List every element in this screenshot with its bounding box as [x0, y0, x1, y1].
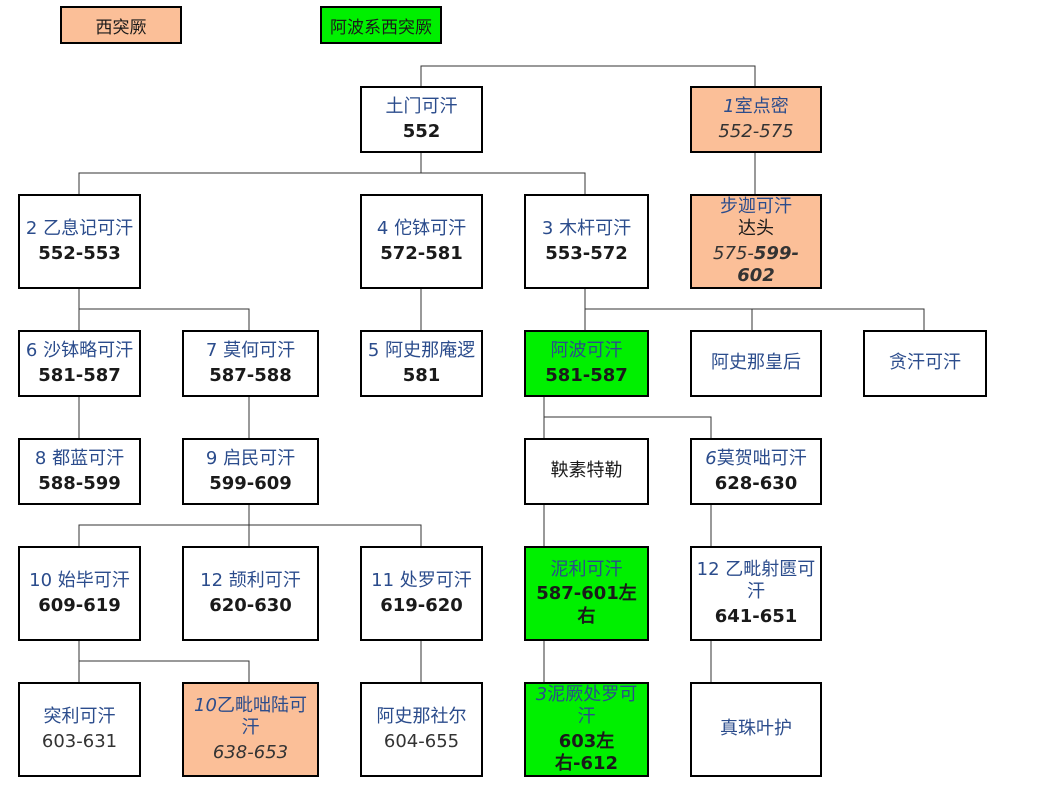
node-name: 鞅素特勒 — [550, 460, 623, 482]
node-huanghou: 阿史那皇后 — [690, 330, 822, 397]
node-years: 599-609 — [209, 472, 292, 494]
node-bujia: 步迦可汗 达头 575-599-602 — [690, 194, 822, 289]
node-years: 581 — [402, 364, 441, 386]
node-years: 553-572 — [545, 242, 628, 264]
node-years: 588-599 — [38, 472, 121, 494]
node-name: 3 木杆可汗 — [541, 218, 632, 239]
node-name: 阿史那皇后 — [711, 352, 801, 374]
node-name: 2 乙息记可汗 — [25, 218, 134, 239]
node-years: 609-619 — [38, 594, 121, 616]
node-anluo: 5 阿史那庵逻 581 — [360, 330, 483, 397]
node-mohe: 7 莫何可汗 587-588 — [182, 330, 319, 397]
node-yipiduolu: 10乙毗咄陆可汗 638-653 — [182, 682, 319, 777]
node-name: 阿波可汗 — [550, 340, 623, 361]
node-yipishe: 12 乙毗射匮可汗 641-651 — [690, 546, 822, 641]
node-tuobo: 4 佗钵可汗 572-581 — [360, 194, 483, 289]
node-name: 土门可汗 — [385, 96, 458, 117]
node-name: 贪汗可汗 — [889, 352, 961, 374]
node-apo: 阿波可汗 581-587 — [524, 330, 649, 397]
legend-apo-west-turks: 阿波系西突厥 — [320, 6, 442, 44]
node-name: 4 佗钵可汗 — [376, 218, 467, 239]
node-tanhan: 贪汗可汗 — [863, 330, 987, 397]
node-years: 552-575 — [718, 120, 794, 142]
node-name: 9 启民可汗 — [205, 448, 296, 469]
node-years: 603-631 — [41, 730, 118, 752]
node-xieli: 12 颉利可汗 620-630 — [182, 546, 319, 641]
node-shibi: 10 始毕可汗 609-619 — [18, 546, 141, 641]
legend-apo-west-turks-label: 阿波系西突厥 — [330, 17, 432, 38]
node-name: 6 沙钵略可汗 — [25, 340, 134, 361]
node-yangsu: 鞅素特勒 — [524, 438, 649, 505]
legend-west-turks: 西突厥 — [60, 6, 182, 44]
node-name: 12 颉利可汗 — [200, 570, 301, 591]
node-zhenzhu: 真珠叶护 — [690, 682, 822, 777]
node-name: 11 处罗可汗 — [371, 570, 472, 591]
node-years: 603左右-612 — [554, 730, 619, 775]
node-number: 1 — [723, 96, 735, 117]
node-tumen: 土门可汗 552 — [360, 86, 483, 153]
node-name: 5 阿史那庵逻 — [367, 340, 476, 361]
node-name: 步迦可汗 — [720, 195, 792, 217]
node-istemi: 1室点密 552-575 — [690, 86, 822, 153]
node-years: 552-553 — [38, 242, 121, 264]
node-years-reign: 599-602 — [737, 242, 799, 287]
node-years: 587-588 — [209, 364, 292, 386]
node-number: 6 — [705, 448, 717, 469]
node-name: 莫贺咄可汗 — [716, 448, 807, 469]
node-years-start: 575- — [713, 242, 754, 264]
node-years: 619-620 — [380, 594, 463, 616]
node-shener: 阿史那社尔 604-655 — [360, 682, 483, 777]
node-name: 7 莫何可汗 — [205, 340, 296, 361]
node-years: 581-587 — [545, 364, 628, 386]
node-name: 12 乙毗射匮可汗 — [696, 558, 816, 603]
node-name: 突利可汗 — [43, 706, 116, 727]
legend-west-turks-label: 西突厥 — [95, 17, 147, 38]
node-name: 真珠叶护 — [720, 718, 792, 740]
node-name: 泥利可汗 — [550, 558, 623, 580]
node-mugan: 3 木杆可汗 553-572 — [524, 194, 649, 289]
node-years: 620-630 — [209, 594, 292, 616]
node-alias: 达头 — [738, 218, 774, 239]
node-shabolue: 6 沙钵略可汗 581-587 — [18, 330, 141, 397]
node-number: 3 — [535, 683, 548, 705]
node-years: 641-651 — [714, 605, 798, 627]
node-qimin: 9 启民可汗 599-609 — [182, 438, 319, 505]
node-years: 604-655 — [383, 730, 460, 752]
node-name: 阿史那社尔 — [376, 706, 467, 727]
node-name: 室点密 — [734, 96, 789, 117]
node-tuli: 突利可汗 603-631 — [18, 682, 141, 777]
node-name: 泥厥处罗可汗 — [547, 683, 638, 728]
node-nili: 泥利可汗 587-601左右 — [524, 546, 649, 641]
node-years: 628-630 — [714, 472, 798, 494]
node-nijue: 3泥厥处罗可汗 603左右-612 — [524, 682, 649, 777]
node-years: 572-581 — [380, 242, 463, 264]
node-name: 8 都蓝可汗 — [34, 448, 125, 469]
node-name: 10 始毕可汗 — [29, 570, 130, 591]
node-mohedu: 6莫贺咄可汗 628-630 — [690, 438, 822, 505]
node-name: 乙毗咄陆可汗 — [216, 694, 307, 739]
node-chuluo: 11 处罗可汗 619-620 — [360, 546, 483, 641]
node-years: 638-653 — [212, 741, 289, 763]
node-dulan: 8 都蓝可汗 588-599 — [18, 438, 141, 505]
node-years: 581-587 — [38, 364, 121, 386]
node-yixiji: 2 乙息记可汗 552-553 — [18, 194, 141, 289]
node-years: 587-601左右 — [536, 583, 637, 627]
node-years: 552 — [402, 120, 441, 142]
node-number: 10 — [194, 694, 217, 716]
